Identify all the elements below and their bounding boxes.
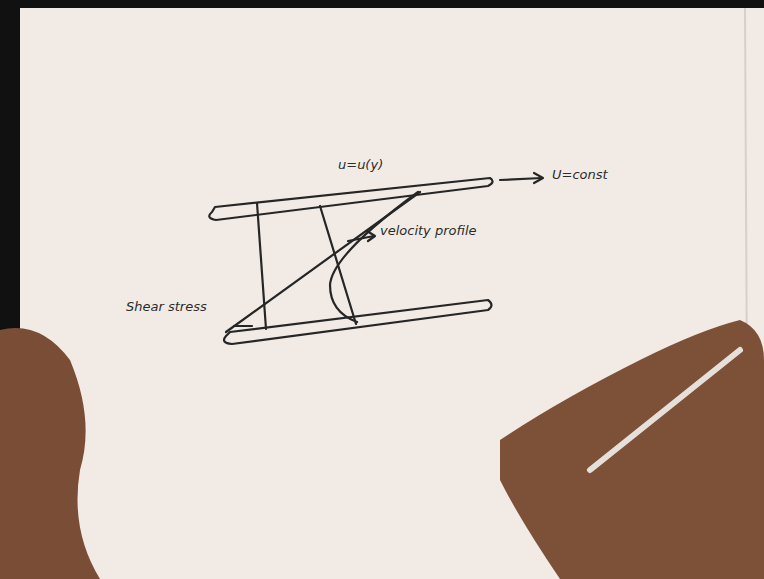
pen bbox=[590, 350, 740, 470]
handwritten-label: u=u(y) bbox=[338, 158, 383, 172]
hand bbox=[0, 328, 100, 579]
reference-line bbox=[257, 203, 266, 329]
moving-plate bbox=[209, 178, 492, 220]
frame-edge bbox=[0, 0, 764, 8]
linear-profile bbox=[226, 192, 420, 332]
arrow-line bbox=[500, 178, 542, 180]
shear-mark bbox=[234, 325, 252, 327]
handwritten-label: velocity profile bbox=[380, 224, 477, 238]
handwritten-label: Shear stress bbox=[126, 300, 207, 314]
arrow-head bbox=[534, 173, 543, 183]
handwritten-label: U=const bbox=[552, 168, 608, 182]
arrow-head bbox=[367, 231, 375, 241]
velocity-profile-curve bbox=[330, 192, 418, 322]
hand bbox=[500, 320, 764, 579]
